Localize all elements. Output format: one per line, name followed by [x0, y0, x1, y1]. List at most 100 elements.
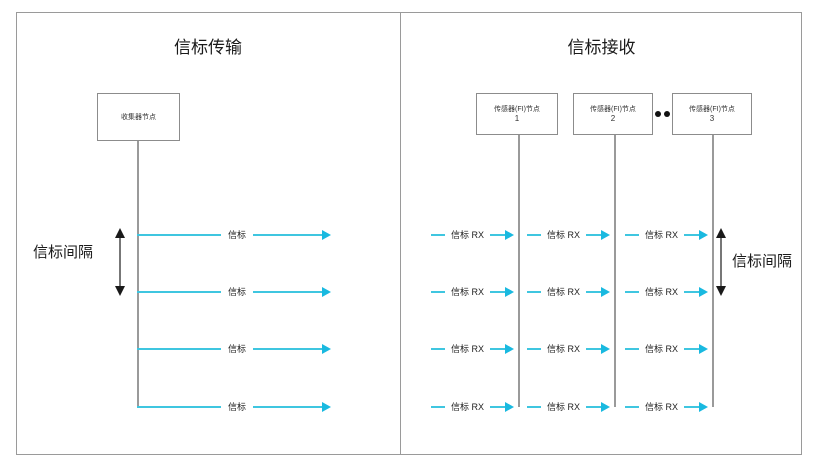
rx-label: 信标 RX: [547, 230, 581, 240]
message-line-post: [253, 406, 324, 408]
arrowhead-right-icon: [505, 402, 515, 412]
node-box-sensor-3[interactable]: 传感器(FI)节点 3: [672, 93, 752, 135]
message-line-post: [253, 291, 324, 293]
message-line-pre: [137, 406, 221, 408]
rx-dash-icon: [625, 406, 639, 408]
rx-label: 信标 RX: [547, 402, 581, 412]
rx-line: [586, 406, 603, 408]
rx-line: [490, 291, 507, 293]
rx-dash-icon: [431, 291, 445, 293]
rx-label: 信标 RX: [451, 230, 485, 240]
node-label-line2: 3: [709, 113, 715, 123]
arrowhead-right-icon: [699, 402, 709, 412]
node-label-line1: 传感器(FI)节点: [494, 105, 540, 113]
message-label: 信标: [228, 344, 247, 354]
beacon-rx-row[interactable]: 信标 RX: [431, 285, 515, 299]
message-line-post: [253, 348, 324, 350]
arrowhead-right-icon: [322, 344, 332, 354]
beacon-rx-row[interactable]: 信标 RX: [625, 400, 709, 414]
beacon-interval-arrow-right: [714, 228, 728, 296]
rx-label: 信标 RX: [645, 287, 679, 297]
rx-dash-icon: [625, 291, 639, 293]
panel-title-transmission: 信标传输: [174, 38, 242, 57]
arrowhead-right-icon: [601, 230, 611, 240]
arrowhead-right-icon: [322, 402, 332, 412]
beacon-rx-row[interactable]: 信标 RX: [527, 342, 611, 356]
lifeline-collector: [137, 141, 139, 407]
message-line-pre: [137, 291, 221, 293]
arrowhead-right-icon: [505, 344, 515, 354]
rx-dash-icon: [527, 234, 541, 236]
beacon-message-row[interactable]: 信标: [137, 228, 332, 242]
rx-line: [490, 348, 507, 350]
arrowhead-right-icon: [322, 230, 332, 240]
node-box-collector[interactable]: 收集器节点: [97, 93, 180, 141]
beacon-message-row[interactable]: 信标: [137, 342, 332, 356]
rx-label: 信标 RX: [547, 287, 581, 297]
message-line-pre: [137, 348, 221, 350]
rx-line: [684, 291, 701, 293]
rx-line: [490, 234, 507, 236]
rx-line: [586, 348, 603, 350]
rx-label: 信标 RX: [451, 344, 485, 354]
rx-line: [684, 234, 701, 236]
beacon-rx-row[interactable]: 信标 RX: [527, 285, 611, 299]
rx-dash-icon: [431, 348, 445, 350]
rx-label: 信标 RX: [451, 402, 485, 412]
lifeline-sensor-2: [614, 135, 616, 407]
beacon-rx-row[interactable]: 信标 RX: [625, 228, 709, 242]
arrowhead-right-icon: [699, 287, 709, 297]
beacon-rx-row[interactable]: 信标 RX: [431, 400, 515, 414]
beacon-message-row[interactable]: 信标: [137, 400, 332, 414]
lifeline-sensor-3: [712, 135, 714, 407]
beacon-interval-arrow-left: [113, 228, 127, 296]
rx-dash-icon: [625, 348, 639, 350]
rx-label: 信标 RX: [645, 344, 679, 354]
rx-line: [586, 234, 603, 236]
beacon-rx-row[interactable]: 信标 RX: [625, 285, 709, 299]
beacon-rx-row[interactable]: 信标 RX: [625, 342, 709, 356]
beacon-rx-row[interactable]: 信标 RX: [527, 400, 611, 414]
rx-line: [490, 406, 507, 408]
panel-divider: [400, 12, 401, 455]
rx-dash-icon: [625, 234, 639, 236]
arrowhead-right-icon: [601, 344, 611, 354]
arrowhead-right-icon: [505, 230, 515, 240]
node-label-line2: 2: [610, 113, 616, 123]
message-label: 信标: [228, 402, 247, 412]
rx-dash-icon: [527, 406, 541, 408]
node-label-line1: 传感器(FI)节点: [689, 105, 735, 113]
arrowhead-right-icon: [699, 230, 709, 240]
rx-line: [684, 406, 701, 408]
node-box-sensor-2[interactable]: 传感器(FI)节点 2: [573, 93, 653, 135]
node-label-line2: 1: [514, 113, 520, 123]
arrowhead-right-icon: [322, 287, 332, 297]
message-line-pre: [137, 234, 221, 236]
arrowhead-right-icon: [505, 287, 515, 297]
rx-label: 信标 RX: [547, 344, 581, 354]
arrowhead-right-icon: [699, 344, 709, 354]
panel-title-reception: 信标接收: [567, 38, 636, 57]
node-label-line1: 收集器节点: [121, 113, 156, 121]
lifeline-sensor-1: [518, 135, 520, 407]
message-label: 信标: [228, 230, 247, 240]
beacon-rx-row[interactable]: 信标 RX: [431, 342, 515, 356]
rx-label: 信标 RX: [645, 402, 679, 412]
rx-dash-icon: [431, 234, 445, 236]
arrowhead-right-icon: [601, 287, 611, 297]
message-label: 信标: [228, 287, 247, 297]
diagram-frame: [16, 12, 802, 455]
beacon-interval-label-left: 信标间隔: [33, 244, 94, 261]
message-line-post: [253, 234, 324, 236]
beacon-message-row[interactable]: 信标: [137, 285, 332, 299]
beacon-rx-row[interactable]: 信标 RX: [527, 228, 611, 242]
rx-dash-icon: [527, 291, 541, 293]
arrowhead-right-icon: [601, 402, 611, 412]
node-label-line1: 传感器(FI)节点: [590, 105, 636, 113]
rx-dash-icon: [431, 406, 445, 408]
node-box-sensor-1[interactable]: 传感器(FI)节点 1: [476, 93, 558, 135]
rx-label: 信标 RX: [451, 287, 485, 297]
rx-label: 信标 RX: [645, 230, 679, 240]
beacon-rx-row[interactable]: 信标 RX: [431, 228, 515, 242]
